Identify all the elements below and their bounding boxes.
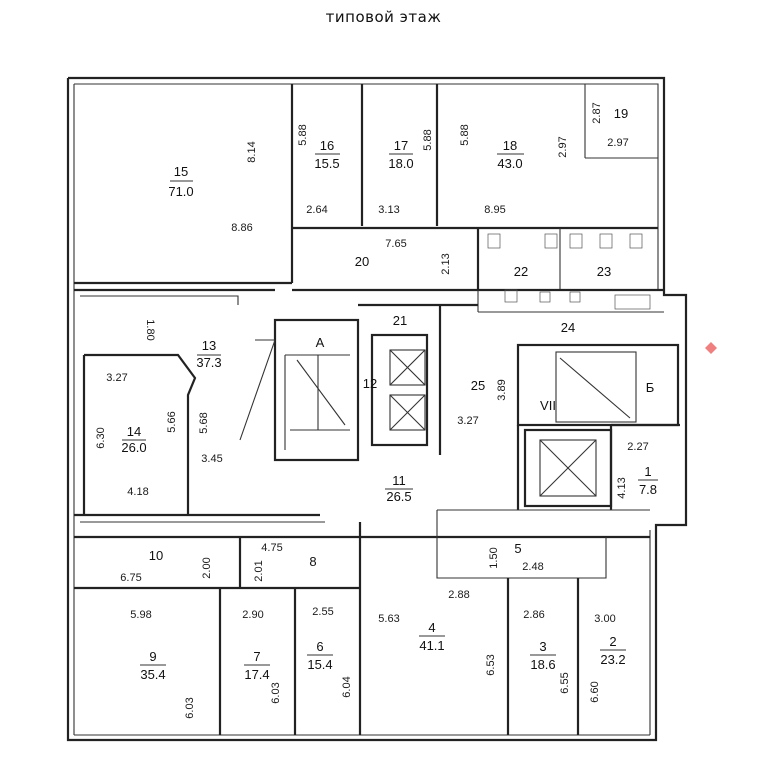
room-area-16: 15.5 xyxy=(314,156,339,171)
dim-3-89: 3.89 xyxy=(496,379,508,400)
room-area-7: 17.4 xyxy=(244,667,269,682)
room-area-11: 26.5 xyxy=(386,489,411,504)
dim-3-00: 3.00 xyxy=(594,613,615,625)
room-id-22: 22 xyxy=(514,264,528,279)
dim-6-75: 6.75 xyxy=(120,572,141,584)
room-id-13: 13 xyxy=(202,338,216,353)
room-id-23: 23 xyxy=(597,264,611,279)
room-id-3: 3 xyxy=(539,639,546,654)
dim-4-13: 4.13 xyxy=(616,477,628,498)
plan-title: типовой этаж xyxy=(325,8,442,26)
room-id-21: 21 xyxy=(393,313,407,328)
dim-3-27-b: 3.27 xyxy=(457,415,478,427)
dim-5-98: 5.98 xyxy=(130,609,151,621)
dim-6-60: 6.60 xyxy=(589,681,601,702)
room-id-9: 9 xyxy=(149,649,156,664)
room-area-2: 23.2 xyxy=(600,652,625,667)
dim-5-88-c: 5.88 xyxy=(459,124,471,145)
room-id-15: 15 xyxy=(174,164,188,179)
dim-2-90: 2.90 xyxy=(242,609,263,621)
dim-7-65: 7.65 xyxy=(385,238,406,250)
dim-2-87: 2.87 xyxy=(591,102,603,123)
dim-8-95: 8.95 xyxy=(484,204,505,216)
room-id-19: 19 xyxy=(614,106,628,121)
dim-6-03-a: 6.03 xyxy=(184,697,196,718)
room-area-13: 37.3 xyxy=(196,355,221,370)
room-area-4: 41.1 xyxy=(419,638,444,653)
room-id-4: 4 xyxy=(428,620,435,635)
room-id-1: 1 xyxy=(644,464,651,479)
dim-6-30: 6.30 xyxy=(95,427,107,448)
dim-5-88-a: 5.88 xyxy=(297,124,309,145)
room-area-3: 18.6 xyxy=(530,657,555,672)
dim-6-03-b: 6.03 xyxy=(270,682,282,703)
room-id-11: 11 xyxy=(392,473,406,488)
room-area-14: 26.0 xyxy=(121,440,146,455)
right-core xyxy=(516,343,680,510)
dim-2-64: 2.64 xyxy=(306,204,327,216)
dim-4-18: 4.18 xyxy=(127,486,148,498)
dim-2-13: 2.13 xyxy=(440,253,452,274)
room-id-18: 18 xyxy=(503,138,517,153)
room-id-25: 25 xyxy=(471,378,485,393)
left-middle-walls xyxy=(74,288,325,523)
dim-2-55: 2.55 xyxy=(312,606,333,618)
room-area-18: 43.0 xyxy=(497,156,522,171)
dim-8-86: 8.86 xyxy=(231,222,252,234)
marker-diamond xyxy=(705,342,717,354)
room-id-10: 10 xyxy=(149,548,163,563)
room-id-17: 17 xyxy=(394,138,408,153)
dim-5-63: 5.63 xyxy=(378,613,399,625)
dim-5-88-b: 5.88 xyxy=(422,129,434,150)
central-core xyxy=(239,303,478,462)
room-area-17: 18.0 xyxy=(388,156,413,171)
room-id-14: 14 xyxy=(127,424,141,439)
room-area-15: 71.0 xyxy=(168,184,193,199)
dim-1-50: 1.50 xyxy=(488,547,500,568)
dim-5-68: 5.68 xyxy=(198,412,210,433)
dim-2-01: 2.01 xyxy=(253,560,265,581)
dim-2-97: 2.97 xyxy=(607,137,628,149)
room-id-16: 16 xyxy=(320,138,334,153)
dim-3-45: 3.45 xyxy=(201,453,222,465)
room-area-6: 15.4 xyxy=(307,657,332,672)
dim-4-75: 4.75 xyxy=(261,542,282,554)
dim-1-80: 1.80 xyxy=(144,319,156,340)
room-id-7: 7 xyxy=(253,649,260,664)
dim-5-66: 5.66 xyxy=(166,411,178,432)
dim-8-14: 8.14 xyxy=(246,141,258,162)
stair-a-label: А xyxy=(316,335,325,350)
dimension-labels: 8.14 8.86 5.88 2.64 5.88 3.13 5.88 8.95 … xyxy=(95,102,649,718)
dim-3-13: 3.13 xyxy=(378,204,399,216)
room-id-2: 2 xyxy=(609,634,616,649)
room-id-6: 6 xyxy=(316,639,323,654)
dim-6-55: 6.55 xyxy=(559,672,571,693)
dim-2-00: 2.00 xyxy=(201,557,213,578)
outer-walls xyxy=(66,76,688,742)
dim-2-97-v: 2.97 xyxy=(557,136,569,157)
room-id-5: 5 xyxy=(514,541,521,556)
room-id-20: 20 xyxy=(355,254,369,269)
dim-2-88: 2.88 xyxy=(448,589,469,601)
room-id-8: 8 xyxy=(309,554,316,569)
room-id-12: 12 xyxy=(363,376,377,391)
dim-2-86: 2.86 xyxy=(523,609,544,621)
stair-b-label: Б xyxy=(646,380,655,395)
room-id-24: 24 xyxy=(561,320,575,335)
dim-6-04: 6.04 xyxy=(341,676,353,697)
dim-3-27-a: 3.27 xyxy=(106,372,127,384)
lower-band-walls xyxy=(74,509,650,735)
dim-2-48: 2.48 xyxy=(522,561,543,573)
dim-6-53: 6.53 xyxy=(485,654,497,675)
top-row-walls xyxy=(74,84,664,313)
sanitary-fixtures xyxy=(487,233,651,310)
stair-vii-label: VII xyxy=(540,398,556,413)
room-area-1: 7.8 xyxy=(639,482,657,497)
dim-2-27: 2.27 xyxy=(627,441,648,453)
room-area-9: 35.4 xyxy=(140,667,165,682)
room-labels: 15 71.0 16 15.5 17 18.0 18 43.0 19 20 21… xyxy=(121,106,658,682)
